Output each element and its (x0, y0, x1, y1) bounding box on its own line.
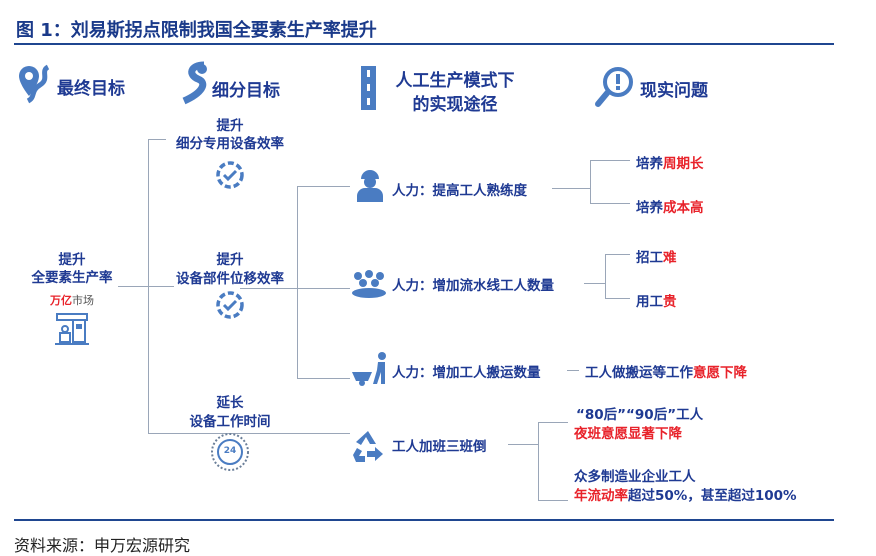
crowd-people-icon (352, 270, 386, 298)
connector (297, 186, 350, 187)
problem-generation-workers: “80后”“90后”工人 (576, 407, 704, 423)
problem-turnover: 年流动率超过50%，甚至超过100% (574, 484, 797, 504)
connector (590, 203, 630, 204)
connector (590, 160, 630, 161)
problem-highlight: 周期长 (663, 156, 704, 172)
connector (118, 286, 174, 287)
magnifier-exclamation-icon (595, 67, 633, 107)
gear-check-icon (216, 161, 244, 189)
path-3: 人力：增加工人搬运数量 (392, 365, 541, 381)
market-label: 万亿市场 (50, 292, 94, 308)
subgoal-2-line2: 设备部件位移效率 (176, 271, 284, 287)
bottom-divider (14, 519, 834, 521)
problem-carrying-willingness: 工人做搬运等工作意愿下降 (585, 361, 747, 381)
subgoal-2-line1: 提升 (216, 252, 244, 268)
winding-road-icon (182, 61, 207, 105)
connector (590, 160, 591, 203)
header-sub-goal: 细分目标 (212, 81, 280, 101)
problem-text: 招工 (636, 250, 663, 266)
worker-helmet-icon (357, 170, 383, 202)
header-ultimate-goal: 最终目标 (57, 79, 125, 99)
problem-text: 工人做搬运等工作 (585, 365, 693, 381)
problem-highlight: 成本高 (663, 200, 704, 216)
clock-label: 24 (223, 446, 237, 456)
problem-hiring-hard: 招工难 (636, 246, 677, 266)
header-path-line2: 的实现途径 (412, 95, 498, 115)
problem-highlight: 年流动率 (574, 488, 628, 504)
connector (584, 283, 605, 284)
connector (538, 422, 568, 423)
subgoal-1-line2: 细分专用设备效率 (176, 136, 284, 152)
problem-text: 超过50%，甚至超过100% (628, 488, 797, 504)
gear-check-icon (216, 291, 244, 319)
connector (538, 500, 568, 501)
subgoal-3-line2: 设备工作时间 (189, 414, 271, 430)
connector (148, 139, 166, 140)
connector (605, 254, 606, 298)
path-4: 工人加班三班倒 (392, 439, 487, 455)
market-red: 万亿 (50, 294, 72, 307)
connector (148, 433, 350, 434)
connector (508, 444, 538, 445)
problem-labor-expensive: 用工贵 (636, 290, 677, 310)
header-real-problem: 现实问题 (640, 81, 708, 101)
ultimate-goal-line1: 提升 (58, 252, 86, 268)
top-divider (14, 43, 834, 45)
factory-building-icon (55, 313, 89, 345)
problem-text: 培养 (636, 200, 663, 216)
recycle-icon (353, 431, 383, 462)
road-icon (361, 66, 376, 110)
problem-night-shift: 夜班意愿显著下降 (574, 426, 682, 442)
figure-title: 图 1：刘易斯拐点限制我国全要素生产率提升 (16, 20, 377, 41)
problem-highlight: 贵 (663, 294, 677, 310)
market-rest: 市场 (72, 294, 94, 307)
connector-path-vertical (297, 186, 298, 378)
worker-wheelbarrow-icon (352, 352, 386, 386)
problem-text: 培养 (636, 156, 663, 172)
clock-24h-icon (211, 433, 249, 471)
problem-highlight: 意愿下降 (693, 365, 747, 381)
path-2: 人力：增加流水线工人数量 (392, 278, 554, 294)
connector (605, 298, 630, 299)
connector (240, 288, 350, 289)
connector (552, 188, 590, 189)
location-route-icon (19, 64, 50, 104)
ultimate-goal-line2: 全要素生产率 (31, 270, 113, 286)
problem-highlight: 难 (663, 250, 677, 266)
source-note: 资料来源：申万宏源研究 (14, 536, 191, 555)
subgoal-3-line1: 延长 (216, 395, 244, 411)
problem-manufacturing-workers: 众多制造业企业工人 (574, 469, 696, 485)
connector (297, 378, 350, 379)
header-path-line1: 人工生产模式下 (395, 71, 515, 91)
connector (605, 254, 630, 255)
path-1: 人力：提高工人熟练度 (392, 183, 527, 199)
problem-training-cost: 培养成本高 (636, 196, 704, 216)
problem-training-period: 培养周期长 (636, 152, 704, 172)
connector (538, 422, 539, 500)
connector (567, 370, 579, 371)
problem-text: 用工 (636, 294, 663, 310)
subgoal-1-line1: 提升 (216, 118, 244, 134)
